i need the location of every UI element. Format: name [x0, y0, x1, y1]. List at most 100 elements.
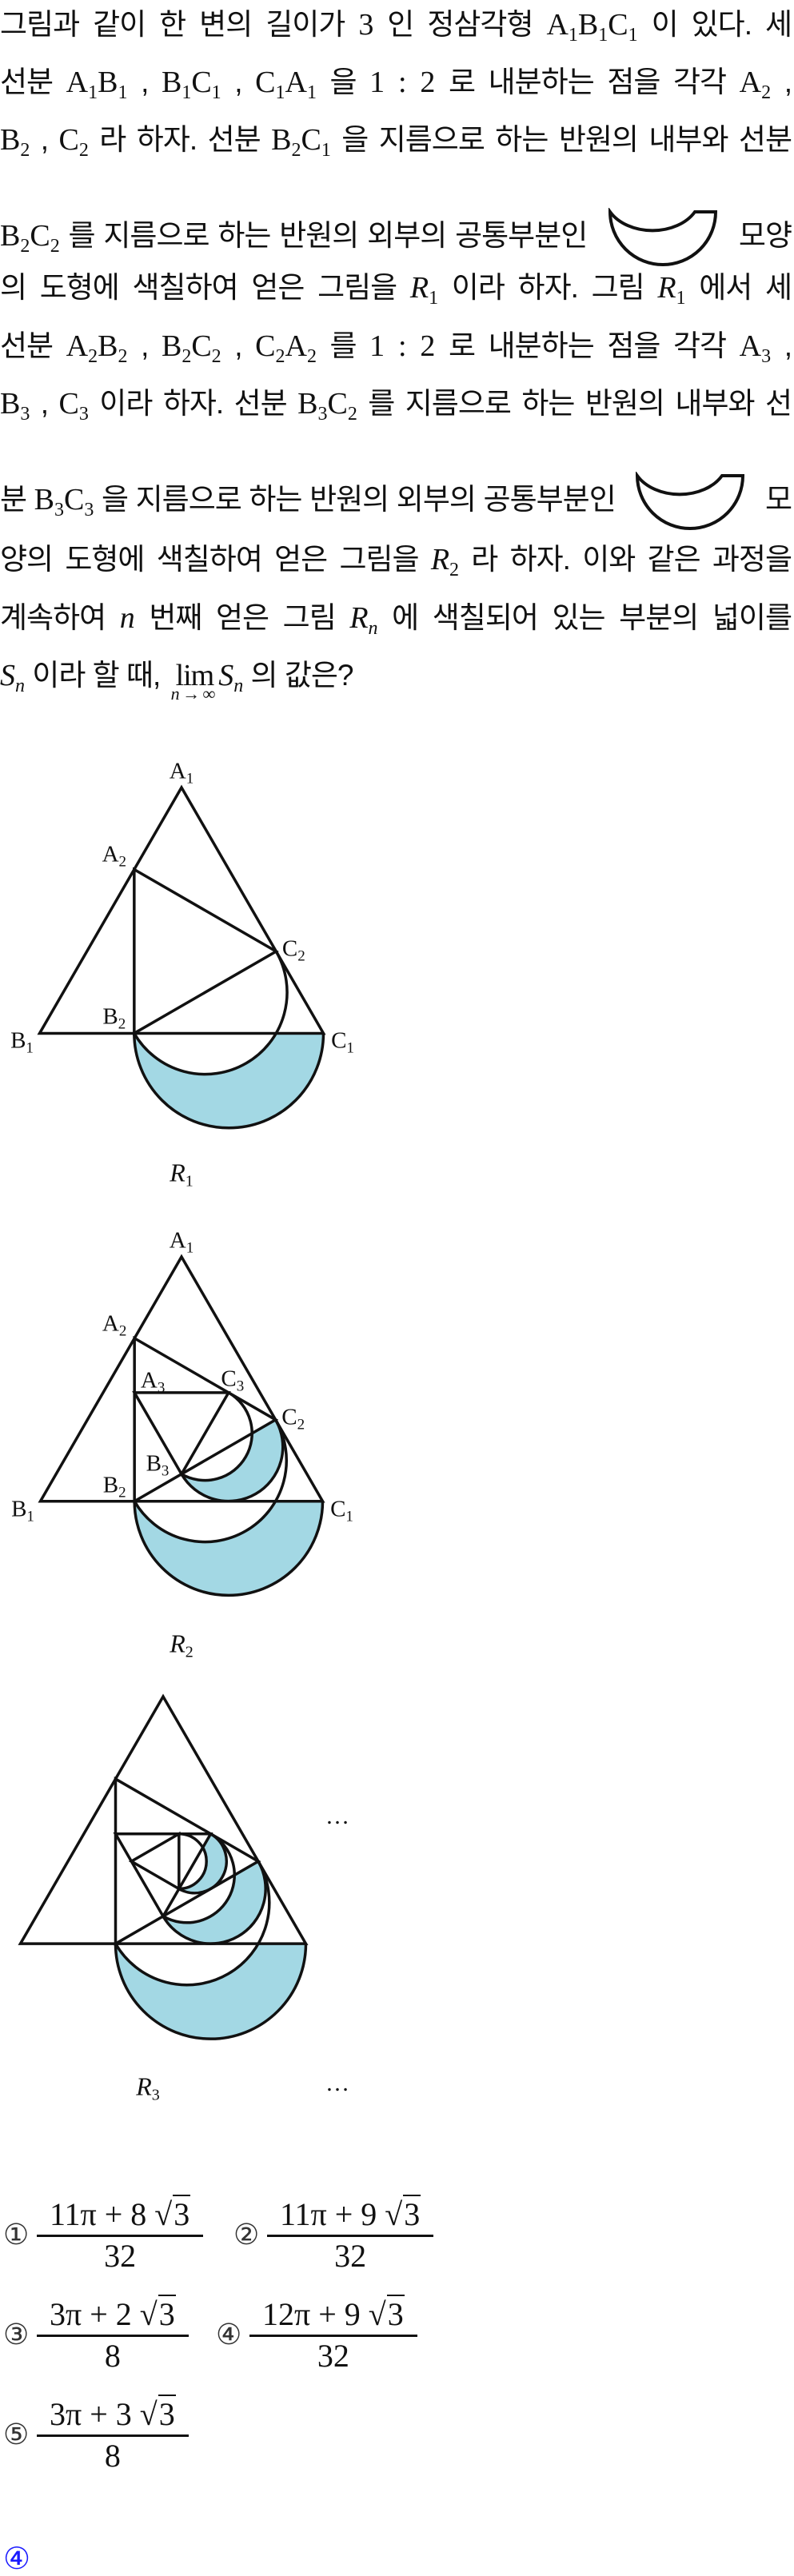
subscript: 1: [676, 288, 686, 309]
subscript: 1: [26, 1508, 34, 1525]
choice-number: ③: [3, 2318, 30, 2351]
subscript: 1: [26, 1039, 34, 1057]
point-label: C2: [281, 1404, 305, 1434]
crescent-icon: [636, 472, 745, 530]
radicand: 3: [158, 2294, 176, 2332]
math-expression: n: [119, 601, 135, 635]
large-semicircle-arc: [133, 1033, 325, 1130]
small-semicircle-arc: [133, 951, 289, 1076]
numerator-terms: 12π + 9 √: [262, 2295, 386, 2332]
subscript: 1: [628, 25, 638, 46]
text-segment: 로 내분하는 점을 각각: [435, 329, 740, 362]
inner-triangle: [113, 1832, 213, 1920]
subscript: 2: [306, 346, 317, 367]
problem-line: B2 , C2 라 하자. 선분 B2C1 을 지름으로 하는 반원의 내부와 …: [0, 118, 792, 162]
small-semicircle-arc: [114, 1860, 271, 1987]
subscript: 3: [761, 346, 772, 367]
unshaded-semicircle: [182, 1392, 253, 1481]
subscript: 3: [236, 1378, 245, 1395]
crescent-icon: [608, 208, 718, 266]
problem-line: 그림과 같이 한 변의 길이가 3 인 정삼각형 A1B1C1 이 있다. 세: [0, 2, 792, 47]
point-label: C3: [221, 1366, 245, 1395]
text-segment: ,: [771, 329, 792, 362]
denominator: 8: [37, 2334, 189, 2375]
limit-subscript: n → ∞: [170, 684, 216, 704]
subscript: 1: [598, 25, 608, 46]
text-segment: 번째 얻은 그림: [134, 601, 350, 634]
radicand: 3: [173, 2194, 191, 2232]
point-label: A2: [102, 1310, 127, 1340]
problem-line: B3 , C3 이라 하자. 선분 B3C2 를 지름으로 하는 반원의 내부와…: [0, 381, 792, 426]
subscript: 3: [78, 404, 89, 425]
math-expression: 1 : 2: [369, 329, 436, 363]
math-expression: 3: [358, 8, 374, 42]
subscript: 1: [185, 1172, 194, 1190]
subscript: 1: [346, 1039, 354, 1057]
radicand: 3: [403, 2194, 421, 2232]
small-semicircle-arc: [181, 1391, 253, 1482]
math-expression: A1B1C1: [546, 8, 638, 46]
subscript: 2: [297, 1416, 305, 1434]
subscript: 2: [449, 560, 460, 580]
math-expression: C2A2: [255, 329, 317, 367]
subscript: 3: [84, 499, 94, 520]
text-segment: 선분: [0, 329, 66, 362]
text-segment: 그림과 같이 한 변의 길이가: [0, 8, 359, 41]
subscript: 1: [345, 1508, 353, 1525]
text-segment: 로 내분하는 점을 각각: [435, 66, 740, 98]
small-semicircle-arc: [133, 1418, 288, 1544]
subscript: n: [15, 676, 25, 696]
text-segment: 를 지름으로 하는 반원의 외부의 공통부분인: [59, 218, 596, 252]
subscript: n: [368, 618, 378, 639]
math-expression: R1: [409, 271, 439, 309]
subscript: 3: [54, 499, 65, 520]
subscript: 1: [182, 82, 192, 103]
point-label: C1: [330, 1496, 353, 1525]
math-expression: A3: [739, 329, 772, 367]
ellipsis: …: [325, 1803, 349, 1829]
subscript: 2: [211, 346, 221, 367]
unshaded-semicircle: [134, 951, 288, 1075]
text-segment: ,: [30, 123, 59, 156]
subscript: 2: [118, 1322, 127, 1340]
math-expression: B2C2: [161, 329, 221, 367]
subscript: n: [233, 676, 244, 696]
math-expression: R2: [430, 543, 460, 580]
text-segment: 라 하자. 이와 같은 과정을: [459, 543, 792, 576]
problem-line: 계속하여 n 번째 얻은 그림 Rn 에 색칠되어 있는 부분의 넓이를: [0, 596, 792, 640]
problem-line: 선분 A2B2 , B2C2 , C2A2 를 1 : 2 로 내분하는 점을 …: [0, 324, 792, 369]
numerator-terms: 3π + 3 √: [50, 2395, 158, 2432]
subscript: 3: [151, 2086, 160, 2104]
text-segment: ,: [221, 66, 256, 98]
subscript: 3: [20, 404, 30, 425]
subscript: 1: [568, 25, 578, 46]
subscript: 2: [118, 346, 128, 367]
text-segment: ,: [30, 387, 59, 420]
radicand: 3: [158, 2394, 176, 2432]
math-expression: C2: [58, 123, 89, 161]
text-segment: 를 지름으로 하는 반원의 내부와 선: [357, 387, 792, 420]
text-segment: 을: [316, 66, 370, 98]
text-segment: ,: [771, 66, 792, 98]
choice-number: ②: [233, 2218, 260, 2251]
text-segment: 이라 할 때,: [25, 659, 168, 692]
problem-line: 의 도형에 색칠하여 얻은 그림을 R1 이라 하자. 그림 R1 에서 세: [0, 265, 792, 310]
subscript: 1: [275, 82, 285, 103]
math-expression: Sn: [218, 659, 244, 696]
math-expression: B2: [0, 123, 30, 161]
math-expression: C3: [58, 387, 89, 425]
denominator: 8: [37, 2434, 189, 2474]
subscript: 2: [291, 140, 301, 161]
point-label: B2: [102, 1003, 126, 1033]
math-expression: B3: [0, 387, 30, 425]
subscript: 3: [157, 1379, 166, 1397]
